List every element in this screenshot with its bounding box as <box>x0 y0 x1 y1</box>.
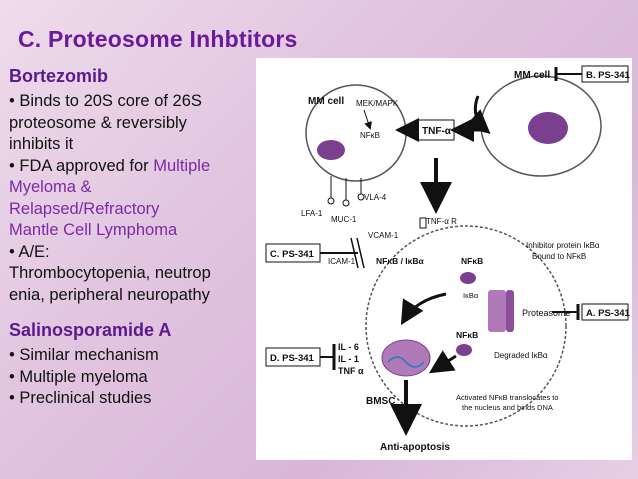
il6-label: IL - 6 <box>338 342 359 352</box>
inhibitor-label-2: Bound to NFκB <box>532 252 586 261</box>
tnf-alpha-label: TNF-α <box>422 126 452 137</box>
bortezomib-line: Thrombocytopenia, neutrop <box>9 264 211 282</box>
salinosporamide-line: • Multiple myeloma <box>9 367 148 386</box>
c-ps341-label: C. PS-341 <box>270 249 315 260</box>
vla4-label: VLA-4 <box>364 193 387 202</box>
mechanism-diagram: MM cell B. PS-341 MM cell MEK/MAPK NFκB … <box>256 58 632 460</box>
salinosporamide-heading: Salinosporamide A <box>9 320 172 340</box>
bortezomib-line: • Binds to 20S core of 26S <box>9 92 202 110</box>
b-ps341-label: B. PS-341 <box>586 70 631 81</box>
a-ps341-label: A. PS-341 <box>586 308 631 319</box>
slide-title: C. Proteosome Inhbtitors <box>18 26 298 52</box>
a-ps341-box <box>581 303 629 321</box>
bortezomib-line: • A/E: <box>9 242 50 261</box>
bortezomib-line-fda: • FDA approved for Multiple <box>9 156 264 178</box>
activated-label-2: the nucleus and binds DNA <box>462 403 553 412</box>
text-column: Bortezomib • Binds to 20S core of 26S pr… <box>9 66 264 410</box>
bmsc-label: BMSC <box>366 396 395 407</box>
bortezomib-line: Relapsed/Refractory <box>9 199 160 218</box>
nucleus-shape <box>381 339 431 377</box>
tnfa2-label: TNF α <box>338 366 364 376</box>
bortezomib-heading: Bortezomib <box>9 66 108 86</box>
muc1-label: MUC-1 <box>331 215 357 224</box>
bortezomib-line: inhibits it <box>9 135 74 153</box>
nfkb-inner-label: NFκB <box>360 131 380 140</box>
fda-text: • FDA approved for <box>9 156 154 175</box>
vcam1-label: VCAM-1 <box>368 231 399 240</box>
salinosporamide-line: • Preclinical studies <box>9 389 152 407</box>
mm-nucleus-left <box>317 140 345 160</box>
mek-mapk-label: MEK/MAPK <box>356 99 399 108</box>
d-ps341-label: D. PS-341 <box>270 353 315 364</box>
nfkb-ikb-label: NFκB / IκBα <box>376 256 425 266</box>
degraded-label: Degraded IκBα <box>494 351 548 360</box>
bortezomib-line: proteosome & reversibly <box>9 113 187 132</box>
ikb-small-label: IκBα <box>463 291 479 300</box>
mm-nucleus-top <box>528 112 568 144</box>
il1-label: IL - 1 <box>338 354 359 364</box>
bortezomib-line: enia, peripheral neuropathy <box>9 285 210 304</box>
bmsc-cell-shape <box>365 225 567 427</box>
tnf-r-label: TNF-α R <box>426 217 457 226</box>
anti-apoptosis-label: Anti-apoptosis <box>380 442 450 453</box>
bortezomib-line: Myeloma & <box>9 178 92 196</box>
inhibitor-label-1: Inhibitor protein IκBα <box>526 241 600 250</box>
nfkb-lower-label: NFκB <box>456 330 478 340</box>
mm-cell-top-label: MM cell <box>514 70 550 81</box>
icam1-label: ICAM-1 <box>328 257 356 266</box>
lfa1-label: LFA-1 <box>301 209 323 218</box>
proteasome-shape <box>488 290 506 332</box>
activated-label-1: Activated NFκB translocates to <box>456 393 559 402</box>
salinosporamide-line: • Similar mechanism <box>9 346 159 364</box>
proteasome-label: Proteasome <box>522 308 571 318</box>
mm-cell-left-label: MM cell <box>308 96 344 107</box>
bortezomib-line: Mantle Cell Lymphoma <box>9 221 178 239</box>
fda-multiple: Multiple <box>153 156 211 175</box>
nfkb-right-label: NFκB <box>461 256 483 266</box>
